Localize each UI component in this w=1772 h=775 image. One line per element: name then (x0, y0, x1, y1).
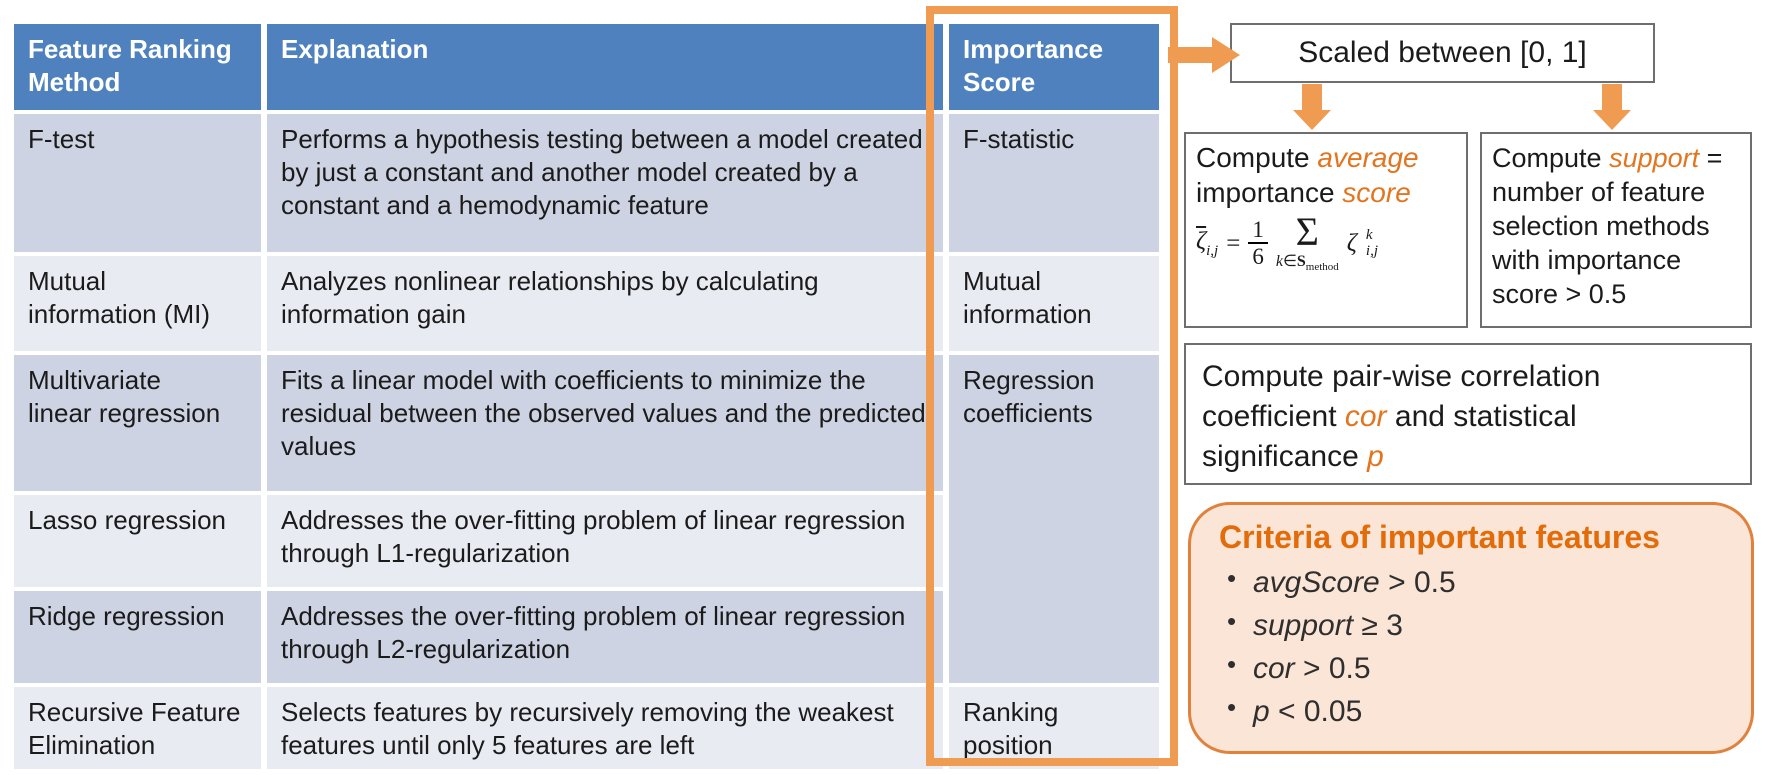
criteria-item: •support ≥ 3 (1227, 605, 1403, 642)
criteria-title: Criteria of important features (1219, 519, 1660, 555)
header-importance-score: Importance Score (949, 24, 1159, 110)
right-arrow-icon (1212, 37, 1240, 73)
scaled-between-label: Scaled between [0, 1] (1298, 36, 1587, 69)
table-row-method: Lasso regression (14, 495, 261, 587)
down-arrow-icon (1302, 84, 1322, 110)
table-merged-score-cell: Regression coefficients (949, 355, 1159, 683)
criteria-item: •avgScore > 0.5 (1227, 563, 1456, 599)
table-row-method: Ridge regression (14, 591, 261, 683)
table-row-explanation: Analyzes nonlinear relationships by calc… (267, 256, 943, 351)
table-row-method: F-test (14, 114, 261, 252)
criteria-item: •cor > 0.5 (1227, 648, 1371, 685)
table-row-explanation: Performs a hypothesis testing between a … (267, 114, 943, 252)
table-row-explanation: Fits a linear model with coefficients to… (267, 355, 943, 491)
scaled-between-box: Scaled between [0, 1] (1230, 23, 1655, 83)
feature-ranking-table: Feature Ranking Method Explanation Impor… (14, 24, 1159, 769)
down-arrow-icon (1293, 110, 1331, 130)
right-arrow-icon (1168, 47, 1214, 63)
compute-average-text: Compute average importance score (1196, 142, 1419, 208)
table-row-explanation: Addresses the over-fitting problem of li… (267, 495, 943, 587)
table-row-score: Ranking position (949, 687, 1159, 769)
compute-correlation-box: Compute pair-wise correlation coefficien… (1184, 343, 1752, 485)
table-row-score: Mutual information (949, 256, 1159, 351)
table-row-explanation: Addresses the over-fitting problem of li… (267, 591, 943, 683)
down-arrow-icon (1602, 84, 1622, 110)
table-row-method: Recursive Feature Elimination (14, 687, 261, 769)
score-column-highlight-rectangle (926, 6, 1178, 766)
header-explanation: Explanation (267, 24, 943, 110)
table-row-method: Multivariate linear regression (14, 355, 261, 491)
header-method: Feature Ranking Method (14, 24, 261, 110)
down-arrow-icon (1593, 110, 1631, 130)
compute-average-box: Compute average importance score ζi,j = … (1184, 132, 1468, 328)
table-row-explanation: Selects features by recursively removing… (267, 687, 943, 769)
table-row-score: F-statistic (949, 114, 1159, 252)
criteria-item: •p < 0.05 (1227, 691, 1363, 728)
compute-support-box: Compute support = number of feature sele… (1480, 132, 1752, 328)
criteria-box: Criteria of important features •avgScore… (1188, 502, 1754, 754)
table-row-method: Mutual information (MI) (14, 256, 261, 351)
criteria-list: •avgScore > 0.5 •support ≥ 3 •cor > 0.5 … (1219, 562, 1731, 734)
